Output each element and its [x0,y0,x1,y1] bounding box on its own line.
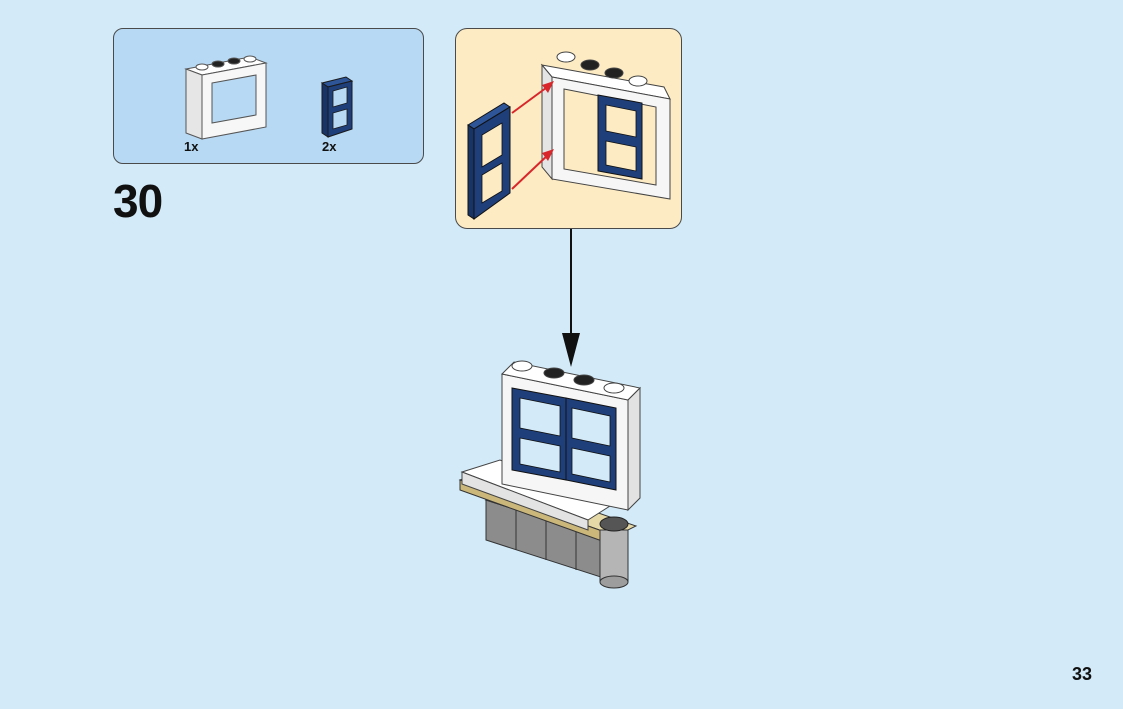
parts-list-box: 1x 2x [113,28,424,164]
window-frame-quantity: 1x [184,139,199,154]
page-number: 33 [1072,664,1093,684]
window-frame-part-icon [184,55,268,140]
attach-arrow [562,229,580,367]
window-pane-part-icon [320,76,354,138]
sub-assembly-callout [455,28,682,229]
step-number: 30 [113,175,163,227]
sub-assembly-illustration [467,51,671,220]
window-pane-quantity: 2x [322,139,337,154]
main-model-illustration [458,360,642,589]
